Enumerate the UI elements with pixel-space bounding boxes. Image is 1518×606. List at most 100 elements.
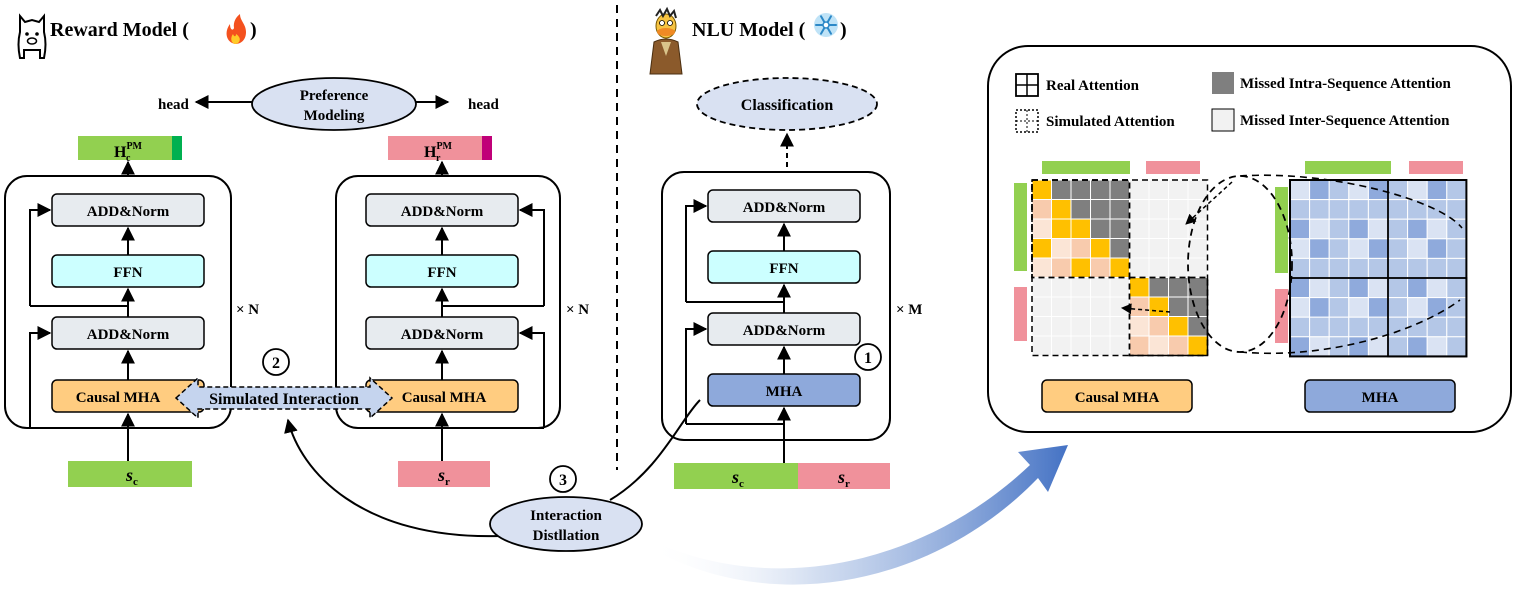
mha-cell: [1367, 218, 1389, 240]
legend-simulated-attention: Simulated Attention: [1046, 114, 1175, 130]
mha-cell: [1426, 218, 1448, 240]
causal-cell: [1070, 277, 1091, 298]
mha-cell: [1309, 238, 1330, 259]
mha-cell: [1446, 238, 1467, 259]
mha-cell: [1367, 297, 1389, 318]
mha-cell: [1367, 257, 1389, 279]
causal-cell: [1051, 257, 1072, 278]
mha-cell: [1407, 297, 1428, 318]
causal-cell: [1109, 296, 1130, 317]
legend-missed-intra: Missed Intra-Sequence Attention: [1240, 76, 1451, 92]
causal-cell: [1031, 316, 1052, 337]
mha-cell: [1367, 199, 1389, 220]
mha-cell: [1289, 179, 1311, 201]
causal-cell: [1070, 257, 1091, 278]
causal-cell: [1031, 179, 1052, 200]
mha-cell: [1328, 238, 1350, 259]
causal-cell: [1051, 296, 1072, 317]
mha-cell: [1309, 257, 1330, 279]
causal-cell: [1109, 238, 1130, 259]
causal-cell: [1168, 179, 1189, 200]
mha-attention-matrix: [1289, 179, 1468, 358]
causal-cell: [1031, 277, 1052, 298]
mha-cell: [1289, 218, 1311, 240]
mha-cell: [1328, 297, 1350, 318]
causal-cell: [1090, 316, 1111, 337]
mha-cell: [1348, 336, 1369, 357]
mha-cell: [1446, 199, 1467, 220]
causal-cell: [1168, 296, 1189, 317]
alpaca-icon: [17, 13, 47, 59]
causal-cell: [1109, 277, 1130, 298]
mha-cell: [1348, 316, 1369, 338]
mha-cell: [1387, 257, 1409, 279]
causal-mha-left: Causal MHA: [76, 390, 161, 406]
causal-cell: [1070, 316, 1091, 337]
causal-cell: [1090, 218, 1111, 239]
mha-cell: [1328, 316, 1350, 338]
reward-encoder-right: ADD&Norm FFN ADD&Norm Causal MHA: [335, 175, 561, 429]
causal-cell: [1187, 199, 1208, 220]
mha-cell: [1328, 179, 1350, 201]
causal-cell: [1031, 238, 1052, 259]
mha-cell: [1426, 199, 1448, 220]
reward-model-title: Reward Model (: [50, 19, 189, 41]
causal-cell: [1187, 316, 1208, 337]
nlu-encoder: ADD&Norm FFN ADD&Norm MHA: [661, 171, 891, 441]
causal-cell: [1070, 296, 1091, 317]
mha-cell: [1289, 297, 1311, 318]
causal-cell: [1168, 257, 1189, 278]
reward-encoder-left: ADD&Norm FFN ADD&Norm Causal MHA: [4, 175, 232, 429]
mha-cell: [1348, 297, 1369, 318]
mha-cell: [1446, 257, 1467, 279]
mha-nlu: MHA: [766, 384, 803, 400]
mha-cell: [1387, 218, 1409, 240]
times-m: × M: [896, 302, 922, 318]
mha-cell: [1387, 297, 1409, 318]
mha-cell: [1309, 336, 1330, 357]
causal-cell: [1031, 199, 1052, 220]
add-norm-top-left: ADD&Norm: [87, 204, 170, 220]
causal-cell: [1148, 179, 1169, 200]
add-norm-bottom-right: ADD&Norm: [401, 327, 484, 343]
nlu-model-title: NLU Model (: [692, 19, 806, 41]
mha-cell: [1426, 257, 1448, 279]
mha-cell: [1289, 257, 1311, 279]
causal-cell: [1129, 316, 1150, 337]
reward-model-title-close: ): [250, 19, 257, 41]
mha-cell: [1309, 218, 1330, 240]
mha-cell: [1446, 179, 1467, 201]
svg-text:2: 2: [272, 355, 280, 372]
svg-text:sr: sr: [837, 467, 850, 490]
mha-cell: [1387, 199, 1409, 220]
mha-cell: [1328, 218, 1350, 240]
svg-text:sr: sr: [437, 465, 450, 488]
mha-cell: [1426, 179, 1448, 201]
mha-cell: [1426, 297, 1448, 318]
mha-cell: [1426, 277, 1448, 299]
mha-cell: [1446, 218, 1467, 240]
causal-cell: [1129, 179, 1150, 200]
preference-modeling-line1: Preference: [300, 88, 369, 104]
simulated-interaction-arrow[interactable]: Simulated Interaction: [174, 376, 394, 420]
causal-cell: [1148, 296, 1169, 317]
mha-cell: [1426, 336, 1448, 357]
mha-panel-label: MHA: [1362, 390, 1399, 406]
causal-cell: [1051, 277, 1072, 298]
mha-cell: [1309, 277, 1330, 299]
causal-cell: [1031, 218, 1052, 239]
causal-cell: [1148, 316, 1169, 337]
mha-cell: [1387, 238, 1409, 259]
causal-cell: [1129, 199, 1150, 220]
mha-cell: [1348, 257, 1369, 279]
interaction-distillation-line2: Distllation: [533, 528, 600, 544]
svg-text:3: 3: [559, 472, 567, 489]
mha-cell: [1446, 316, 1467, 338]
preference-modeling-ellipse: [251, 77, 417, 131]
causal-cell: [1090, 199, 1111, 220]
causal-cell: [1148, 335, 1169, 356]
interaction-distillation-line1: Interaction: [530, 508, 602, 524]
